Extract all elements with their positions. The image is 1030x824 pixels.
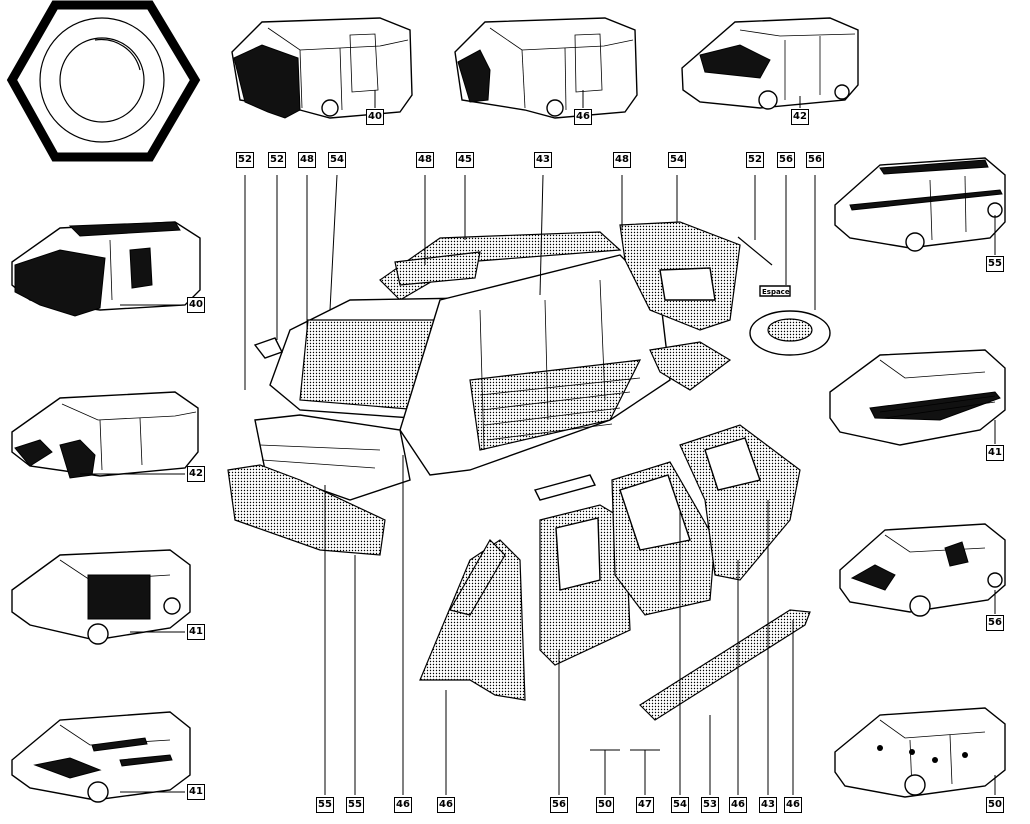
van-thumb-top-3 [681, 17, 859, 110]
callout-54-bottom[interactable]: 54 [671, 797, 689, 813]
body-shell [227, 231, 671, 556]
callout-41-left-a[interactable]: 41 [187, 624, 205, 640]
callout-40-top[interactable]: 40 [366, 109, 384, 125]
van-thumb-right-1 [834, 157, 1006, 252]
callout-56-bottom[interactable]: 56 [550, 797, 568, 813]
callout-56-right[interactable]: 56 [986, 615, 1004, 631]
leader-lines [80, 90, 996, 795]
callout-52-b[interactable]: 52 [268, 152, 286, 168]
callout-55-right[interactable]: 55 [986, 256, 1004, 272]
callout-42-left[interactable]: 42 [187, 466, 205, 482]
callout-50-right[interactable]: 50 [986, 797, 1004, 813]
callout-54-b[interactable]: 54 [668, 152, 686, 168]
callout-48-c[interactable]: 48 [613, 152, 631, 168]
callout-56-a[interactable]: 56 [777, 152, 795, 168]
callout-46-bottom-b[interactable]: 46 [437, 797, 455, 813]
callout-56-b[interactable]: 56 [806, 152, 824, 168]
callout-40-left[interactable]: 40 [187, 297, 205, 313]
van-thumb-right-2 [829, 349, 1006, 446]
van-thumb-right-4 [834, 707, 1006, 798]
rear-parts [619, 221, 831, 391]
van-thumb-right-3 [839, 523, 1006, 617]
callout-50-bottom[interactable]: 50 [596, 797, 614, 813]
callout-46-bottom-d[interactable]: 46 [784, 797, 802, 813]
callout-53[interactable]: 53 [701, 797, 719, 813]
callout-48-a[interactable]: 48 [298, 152, 316, 168]
van-thumb-left-2 [11, 391, 199, 479]
side-panels [419, 424, 811, 721]
callout-48-b[interactable]: 48 [416, 152, 434, 168]
van-thumb-top-2 [454, 17, 638, 119]
callout-54-a[interactable]: 54 [328, 152, 346, 168]
van-thumb-left-1 [11, 221, 201, 317]
callout-46-top[interactable]: 46 [574, 109, 592, 125]
van-thumb-left-4 [11, 711, 191, 803]
van-thumb-left-3 [11, 549, 191, 645]
callout-47[interactable]: 47 [636, 797, 654, 813]
callout-41-left-b[interactable]: 41 [187, 784, 205, 800]
callout-42-top[interactable]: 42 [791, 109, 809, 125]
callout-55-bottom-b[interactable]: 55 [346, 797, 364, 813]
espace-badge: Espace [762, 288, 790, 296]
callout-46-bottom-c[interactable]: 46 [729, 797, 747, 813]
van-thumb-top-1 [231, 17, 413, 119]
callout-55-bottom-a[interactable]: 55 [316, 797, 334, 813]
callout-46-bottom-a[interactable]: 46 [394, 797, 412, 813]
callout-45[interactable]: 45 [456, 152, 474, 168]
hex-nut-icon [6, 0, 201, 162]
callout-43-a[interactable]: 43 [534, 152, 552, 168]
callout-52-a[interactable]: 52 [236, 152, 254, 168]
callout-43-bottom[interactable]: 43 [759, 797, 777, 813]
callout-41-right[interactable]: 41 [986, 445, 1004, 461]
callout-52-c[interactable]: 52 [746, 152, 764, 168]
